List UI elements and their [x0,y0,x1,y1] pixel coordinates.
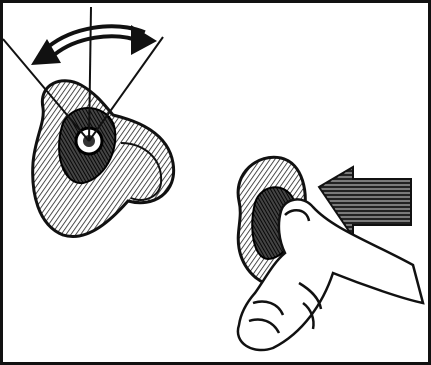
insert-earpiece-panel [238,157,423,350]
curved-double-arrow-icon [31,25,157,65]
earpiece-left [33,81,174,237]
rotate-earpiece-panel [3,7,174,237]
instruction-illustration [3,3,428,362]
